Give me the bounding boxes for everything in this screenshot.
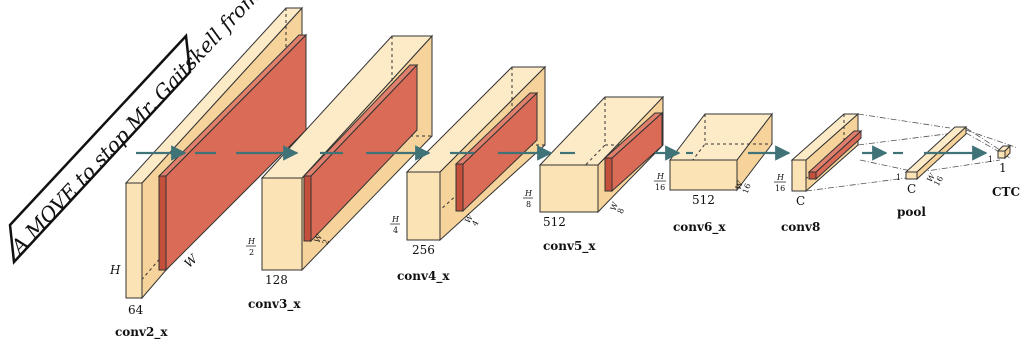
pool-side-label: 1 — [896, 173, 901, 182]
conv4_x-height-den: 4 — [393, 226, 398, 235]
block-conv8: H 16 C conv8 — [774, 112, 863, 234]
block-conv5_x: H 8 512 W 8 conv5_x — [523, 95, 665, 254]
conv6_x-depth-label: 512 — [692, 193, 715, 207]
conv6_x-height-num: H — [656, 172, 665, 181]
conv3_x-width-label: W — [313, 232, 325, 244]
conv5_x-width-den: 8 — [616, 207, 626, 215]
ctc-side-label: 1 — [988, 155, 993, 164]
conv6_x-width-label: W — [734, 179, 746, 191]
block-conv6_x: H 16 512 W 16 conv6_x — [654, 112, 774, 235]
conv4_x-title: conv4_x — [397, 269, 450, 284]
conv5_x-depth-label: 512 — [543, 215, 566, 229]
conv2_x-title: conv2_x — [115, 325, 168, 340]
conv3_x-depth-label: 128 — [265, 273, 288, 287]
conv3_x-width-den: 2 — [321, 238, 331, 246]
conv3_x-height-num: H — [247, 237, 256, 246]
conv6_x-title: conv6_x — [673, 220, 726, 235]
conv4_x-height-num: H — [391, 215, 400, 224]
conv4_x-depth-label: 256 — [412, 243, 435, 257]
pool-depth-label: C — [907, 182, 916, 196]
pool-width-den: 16 — [932, 174, 945, 187]
ctc-depth-label: 1 — [999, 161, 1007, 175]
conv5_x-height-num: H — [524, 189, 533, 198]
conv8-height-num: H — [776, 173, 785, 182]
block-ctc: 1 1 CTC — [988, 144, 1020, 199]
projection-lines — [805, 113, 1019, 192]
conv6_x-height-den: 16 — [655, 183, 665, 192]
conv2_x-height-label: H — [109, 263, 121, 277]
conv6_x-width-den: 16 — [741, 182, 753, 195]
conv2_x-depth-label: 64 — [128, 303, 144, 317]
pool-title: pool — [897, 205, 926, 219]
block-pool: 1 C W 16 pool — [896, 125, 968, 219]
conv8-depth-label: C — [796, 194, 805, 208]
conv4_x-width-den: 4 — [470, 219, 480, 228]
conv3_x-title: conv3_x — [248, 297, 301, 312]
conv5_x-title: conv5_x — [543, 239, 596, 254]
conv3_x-height-den: 2 — [249, 248, 254, 257]
conv8-height-den: 16 — [775, 184, 785, 193]
conv8-title: conv8 — [781, 220, 820, 234]
conv2_x-width-label: W — [182, 251, 202, 271]
ctc-title: CTC — [992, 185, 1020, 199]
conv5_x-height-den: 8 — [526, 200, 531, 209]
block-conv2_x: H 64 W conv2_x — [109, 6, 308, 340]
conv5_x-width-label: W — [609, 200, 621, 212]
